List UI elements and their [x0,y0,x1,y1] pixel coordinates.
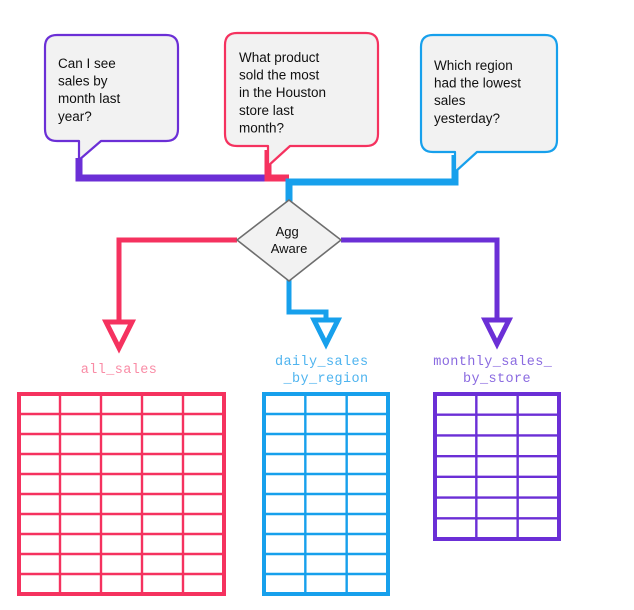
bubble-region-sales[interactable]: Which region had the lowest sales yester… [419,33,559,174]
bubble-month-sales-text: Can I see sales by month last year? [58,56,147,124]
arrowhead-table-all-sales [101,319,137,354]
bubble-region-sales-text: Which region had the lowest sales yester… [434,58,547,126]
bubble-month-sales-shape [43,33,180,162]
connector-agg-aware-to-table-daily-sales-by-region [286,280,329,320]
table-monthly-sales-by-store[interactable] [433,392,561,541]
bubble-houston-product-shape [223,31,380,168]
bubble-houston-product-text: What product sold the most in the Housto… [239,50,352,135]
table-all-sales-label: all_sales [81,363,158,378]
agg-aware-diamond-shape [235,198,343,283]
connector-agg-aware-to-table-monthly-sales-by-store [341,237,500,320]
arrowhead-table-daily-sales-by-region [309,317,343,350]
connector-bubble-region-sales-to-agg-aware [285,155,459,205]
bubble-month-sales[interactable]: Can I see sales by month last year? [43,33,180,162]
bubble-region-sales-shape [419,33,559,174]
table-outer-border [17,392,226,596]
table-outer-border [433,392,561,541]
table-outer-border [262,392,390,596]
connector-agg-aware-to-table-all-sales [116,237,237,322]
table-daily-sales-by-region[interactable] [262,392,390,596]
table-all-sales[interactable] [17,392,226,596]
table-monthly-sales-by-store-label: monthly_sales_ by_store [433,355,561,387]
arrowhead-table-monthly-sales-by-store [480,317,514,350]
table-daily-sales-by-region-label: daily_sales _by_region [275,355,377,387]
connector-bubble-month-sales-to-agg-aware [75,158,289,182]
agg-aware-node[interactable]: Agg Aware [235,198,343,283]
agg-aware-label: Agg Aware [271,224,308,256]
bubble-houston-product[interactable]: What product sold the most in the Housto… [223,31,380,168]
